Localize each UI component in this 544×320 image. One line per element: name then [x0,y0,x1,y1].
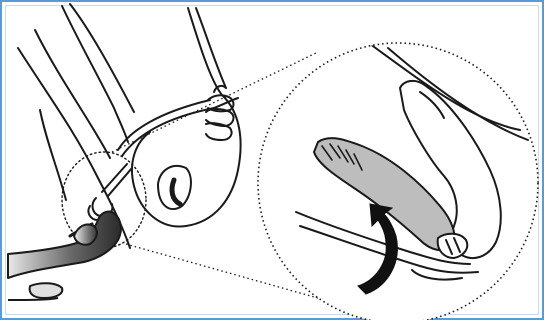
zoom-base-line-2 [299,225,479,274]
zoom-source-circle [61,151,147,249]
curved-arrow-icon [357,203,398,295]
thigh-line [69,3,135,113]
finger-icon [399,80,502,259]
strap-lower [121,107,215,157]
zoom-contour-top-1 [369,43,521,131]
strap-end [213,97,239,109]
zoom-base-line-3 [411,269,463,281]
opening-shadow [169,177,183,207]
illustration-inner-border [5,5,539,315]
zoom-contour-top-2 [387,47,529,141]
glove-finger [73,223,98,246]
hand-icon-upper [205,84,235,141]
clip-tip-stripes [445,237,461,255]
body-contour-inner [34,29,111,159]
strap-upper [117,99,211,151]
glove-wrist [7,297,59,301]
left-scene [17,3,242,249]
rounded-body-part [131,7,242,228]
rounded-body-inner [195,7,227,89]
finger-crease [419,91,445,119]
zoom-detail [257,42,539,320]
zoom-base-line-1 [295,211,471,265]
leg-contour-top [61,5,129,143]
glove-knuckle [28,282,64,299]
connector-stripes [321,143,363,171]
gloved-hand-icon [7,210,122,301]
leg-contour-left [39,109,67,201]
glove-arm [7,210,122,279]
opening-outline [157,165,192,211]
